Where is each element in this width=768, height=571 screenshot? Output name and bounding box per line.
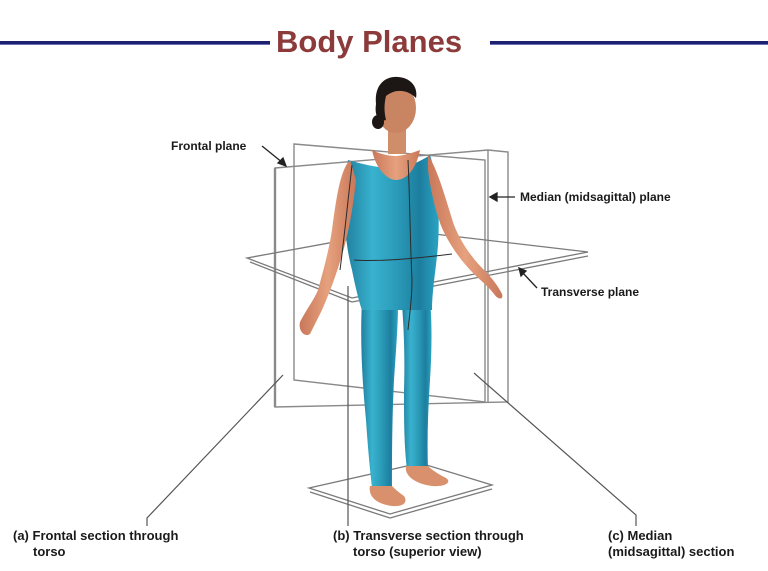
caption-b-line1: (b) Transverse section through — [333, 528, 524, 543]
frontal-section-line — [339, 164, 353, 271]
title-rule-left — [0, 41, 270, 45]
frontal-plane-pointer — [261, 145, 288, 168]
median-plane-label: Median (midsagittal) plane — [520, 190, 671, 204]
page-title: Body Planes — [276, 24, 463, 59]
title-rule-right — [490, 41, 768, 45]
transverse-plane-label: Transverse plane — [541, 285, 640, 299]
caption-c-leader — [473, 372, 637, 526]
human-figure — [299, 76, 503, 507]
transverse-section-line — [353, 253, 453, 262]
caption-a-leader — [146, 374, 284, 526]
caption-b: (b) Transverse section through torso (su… — [333, 528, 524, 560]
median-plane-pointer — [488, 191, 515, 203]
floor-plate — [306, 462, 495, 519]
transverse-plane-pointer — [518, 266, 538, 289]
median-section-line — [407, 159, 413, 331]
caption-a-line1: (a) Frontal section through — [13, 528, 179, 543]
caption-b-line2: torso (superior view) — [353, 544, 482, 559]
caption-c-line2: (midsagittal) section — [608, 544, 735, 559]
caption-a-line2: torso — [33, 544, 66, 559]
caption-c-line1: (c) Median — [608, 528, 673, 543]
caption-a: (a) Frontal section through torso — [13, 528, 178, 560]
caption-c: (c) Median (midsagittal) section — [608, 528, 734, 560]
frontal-plane-label: Frontal plane — [171, 139, 247, 153]
